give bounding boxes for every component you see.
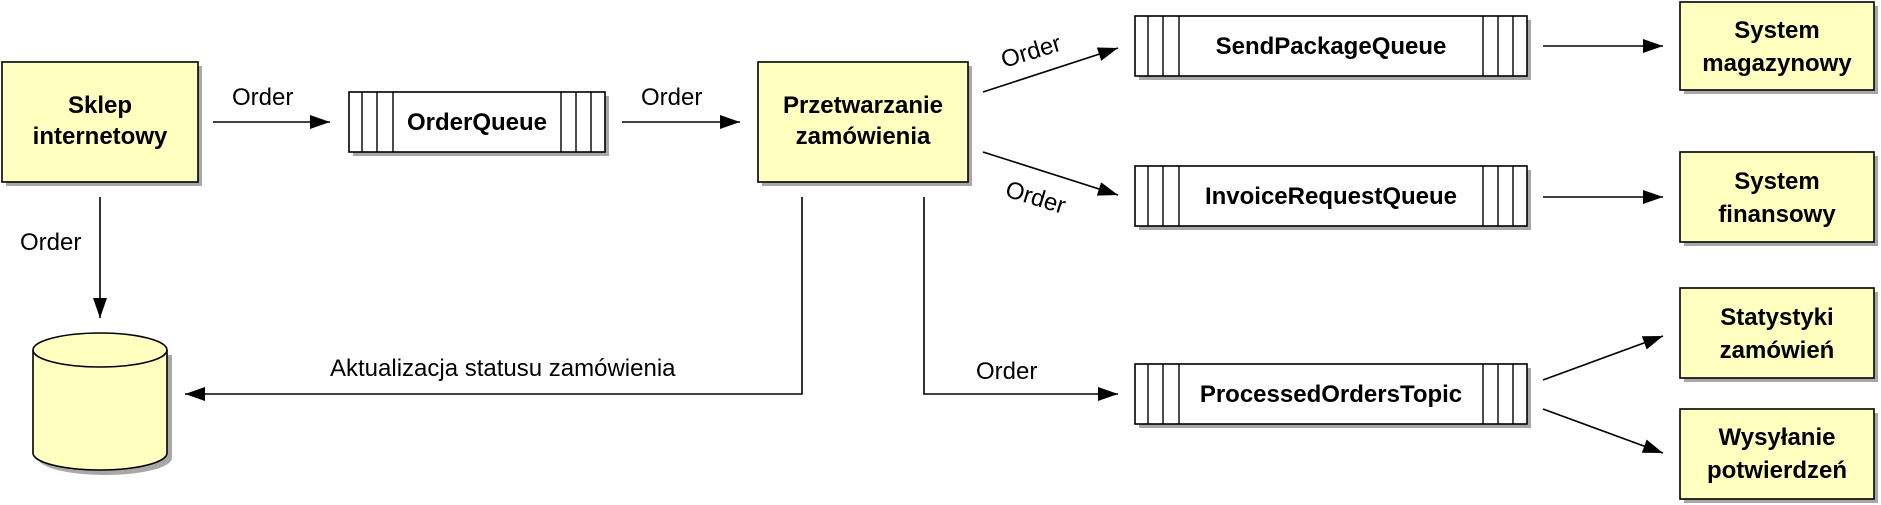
edge-topic-to-stats [1542, 335, 1664, 381]
edge-status-update [185, 197, 803, 401]
node-shop-line-1: Sklep [68, 92, 132, 119]
edge-label-shop-to-queue: Order [232, 84, 293, 111]
node-warehouse-line-2: magazynowy [1702, 50, 1852, 77]
node-finance-line-2: finansowy [1718, 201, 1836, 228]
queue-order-queue: OrderQueue [348, 91, 609, 156]
database-icon [32, 332, 172, 475]
node-stats: Statystyki zamówień [1679, 287, 1878, 382]
node-processing-line-1: Przetwarzanie [783, 92, 943, 119]
edge-processing-to-topic [923, 197, 1118, 401]
edge-label-processing-to-topic: Order [976, 358, 1037, 385]
node-stats-line-1: Statystyki [1720, 304, 1833, 331]
node-shop: Sklep internetowy [1, 61, 202, 186]
edge-label-shop-to-db: Order [20, 229, 81, 256]
node-confirmations-line-1: Wysyłanie [1719, 424, 1836, 451]
node-stats-line-2: zamówień [1720, 337, 1835, 364]
node-processing: Przetwarzanie zamówienia [757, 61, 972, 186]
node-warehouse-line-1: System [1734, 17, 1819, 44]
edge-processing-to-send [982, 47, 1119, 93]
node-warehouse: System magazynowy [1679, 1, 1878, 94]
queue-order-queue-label: OrderQueue [407, 109, 547, 136]
edge-label-processing-to-invoice: Order [1002, 176, 1069, 220]
topic-processed-orders: ProcessedOrdersTopic [1134, 363, 1531, 428]
node-finance-line-1: System [1734, 168, 1819, 195]
node-finance: System finansowy [1679, 151, 1878, 246]
node-confirmations-line-2: potwierdzeń [1707, 457, 1847, 484]
node-confirmations: Wysyłanie potwierdzeń [1679, 408, 1878, 503]
queue-invoice-request: InvoiceRequestQueue [1134, 165, 1531, 230]
node-processing-line-2: zamówienia [796, 123, 931, 150]
edge-label-queue-to-processing: Order [641, 84, 702, 111]
edge-label-status-update: Aktualizacja statusu zamówienia [330, 355, 676, 382]
queue-invoice-request-label: InvoiceRequestQueue [1205, 183, 1457, 210]
queue-send-package-label: SendPackageQueue [1216, 33, 1447, 60]
topic-processed-orders-label: ProcessedOrdersTopic [1200, 381, 1462, 408]
edge-topic-to-confirmations [1542, 408, 1664, 454]
node-shop-line-2: internetowy [33, 123, 168, 150]
queue-send-package: SendPackageQueue [1134, 15, 1531, 80]
edge-label-processing-to-send: Order [998, 30, 1065, 74]
edge-processing-to-invoice [982, 151, 1119, 196]
